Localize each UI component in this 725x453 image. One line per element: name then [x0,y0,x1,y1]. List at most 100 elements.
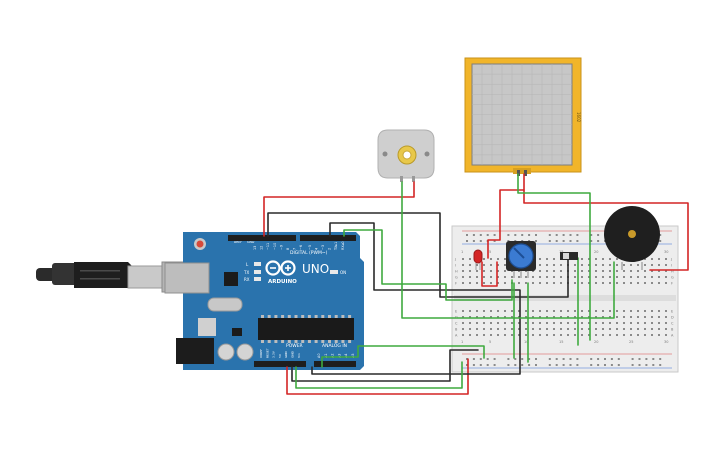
breadboard-hole[interactable] [553,264,555,266]
breadboard-hole[interactable] [518,322,520,324]
breadboard-rail-hole[interactable] [472,364,475,366]
breadboard-hole[interactable] [504,334,506,336]
wire-green-motor-to-breadboard[interactable] [401,181,615,319]
breadboard-hole[interactable] [497,264,499,266]
breadboard-rail-hole[interactable] [507,240,510,242]
breadboard-hole[interactable] [644,270,646,272]
breadboard-hole[interactable] [616,276,618,278]
breadboard-hole[interactable] [490,322,492,324]
breadboard-rail-hole[interactable] [472,240,475,242]
breadboard-hole[interactable] [504,310,506,312]
wire-black-gnd-rail[interactable] [291,349,479,382]
breadboard-rail-hole[interactable] [555,358,558,360]
breadboard-rail-hole[interactable] [597,240,600,242]
breadboard-rail-hole[interactable] [548,234,551,236]
breadboard-hole[interactable] [595,270,597,272]
breadboard-rail-hole[interactable] [645,364,648,366]
wire-green-pin-to-pot[interactable] [343,229,513,301]
breadboard-hole[interactable] [497,282,499,284]
breadboard-hole[interactable] [665,276,667,278]
breadboard-hole[interactable] [658,264,660,266]
breadboard-hole[interactable] [497,316,499,318]
breadboard-hole[interactable] [658,322,660,324]
breadboard-hole[interactable] [504,282,506,284]
breadboard-hole[interactable] [602,282,604,284]
breadboard-hole[interactable] [483,258,485,260]
breadboard-hole[interactable] [553,316,555,318]
breadboard-rail-hole[interactable] [466,240,468,242]
breadboard-hole[interactable] [539,334,541,336]
breadboard-rail-hole[interactable] [555,364,558,366]
breadboard-hole[interactable] [483,316,485,318]
potentiometer[interactable] [506,241,536,278]
breadboard-rail-hole[interactable] [548,358,551,360]
breadboard-hole[interactable] [476,328,478,330]
breadboard-rail-hole[interactable] [493,358,496,360]
breadboard-hole[interactable] [483,276,485,278]
breadboard-hole[interactable] [539,322,541,324]
breadboard-hole[interactable] [469,264,471,266]
breadboard-hole[interactable] [560,322,562,324]
breadboard-rail-hole[interactable] [590,234,593,236]
breadboard-hole[interactable] [574,310,576,312]
breadboard-hole[interactable] [616,270,618,272]
breadboard-rail-hole[interactable] [562,358,565,360]
breadboard-hole[interactable] [595,264,597,266]
breadboard-hole[interactable] [511,322,513,324]
breadboard-hole[interactable] [609,264,611,266]
breadboard-hole[interactable] [539,328,541,330]
breadboard-hole[interactable] [651,270,653,272]
breadboard-hole[interactable] [616,310,618,312]
breadboard-rail-hole[interactable] [548,240,551,242]
breadboard-hole[interactable] [560,316,562,318]
breadboard-hole[interactable] [630,310,632,312]
breadboard-hole[interactable] [623,316,625,318]
breadboard-hole[interactable] [483,270,485,272]
breadboard-hole[interactable] [560,276,562,278]
breadboard-hole[interactable] [616,264,618,266]
breadboard-hole[interactable] [560,270,562,272]
breadboard-rail-hole[interactable] [590,358,593,360]
wire-black-pin-to-lcd[interactable] [311,222,521,375]
breadboard-hole[interactable] [490,328,492,330]
reset-button[interactable] [196,240,204,248]
breadboard-rail-hole[interactable] [486,234,489,236]
wire-red-potentiometer[interactable] [481,261,498,287]
breadboard-hole[interactable] [532,322,534,324]
breadboard-hole[interactable] [490,282,492,284]
breadboard-hole[interactable] [665,264,667,266]
breadboard-hole[interactable] [651,310,653,312]
breadboard-hole[interactable] [546,328,548,330]
breadboard-hole[interactable] [588,328,590,330]
breadboard-hole[interactable] [623,264,625,266]
breadboard-rail-hole[interactable] [610,358,613,360]
breadboard-hole[interactable] [658,282,660,284]
breadboard-rail-hole[interactable] [486,358,489,360]
breadboard-rail-hole[interactable] [535,358,537,360]
breadboard-hole[interactable] [651,264,653,266]
breadboard-hole[interactable] [525,322,527,324]
breadboard-hole[interactable] [658,328,660,330]
breadboard-hole[interactable] [574,276,576,278]
breadboard-hole[interactable] [539,316,541,318]
breadboard-hole[interactable] [651,322,653,324]
breadboard-hole[interactable] [644,322,646,324]
breadboard-hole[interactable] [553,282,555,284]
breadboard-hole[interactable] [539,258,541,260]
breadboard-hole[interactable] [609,328,611,330]
breadboard-rail-hole[interactable] [590,240,593,242]
breadboard-hole[interactable] [469,316,471,318]
breadboard-hole[interactable] [651,258,653,260]
breadboard-hole[interactable] [637,264,639,266]
breadboard-rail-hole[interactable] [576,240,579,242]
breadboard-hole[interactable] [588,310,590,312]
breadboard-rail-hole[interactable] [472,234,475,236]
breadboard-hole[interactable] [546,258,548,260]
breadboard-rail-hole[interactable] [535,364,537,366]
breadboard-hole[interactable] [497,276,499,278]
breadboard-hole[interactable] [630,276,632,278]
breadboard-hole[interactable] [476,270,478,272]
breadboard-rail-hole[interactable] [562,364,565,366]
breadboard-rail-hole[interactable] [528,358,531,360]
breadboard-hole[interactable] [469,258,471,260]
